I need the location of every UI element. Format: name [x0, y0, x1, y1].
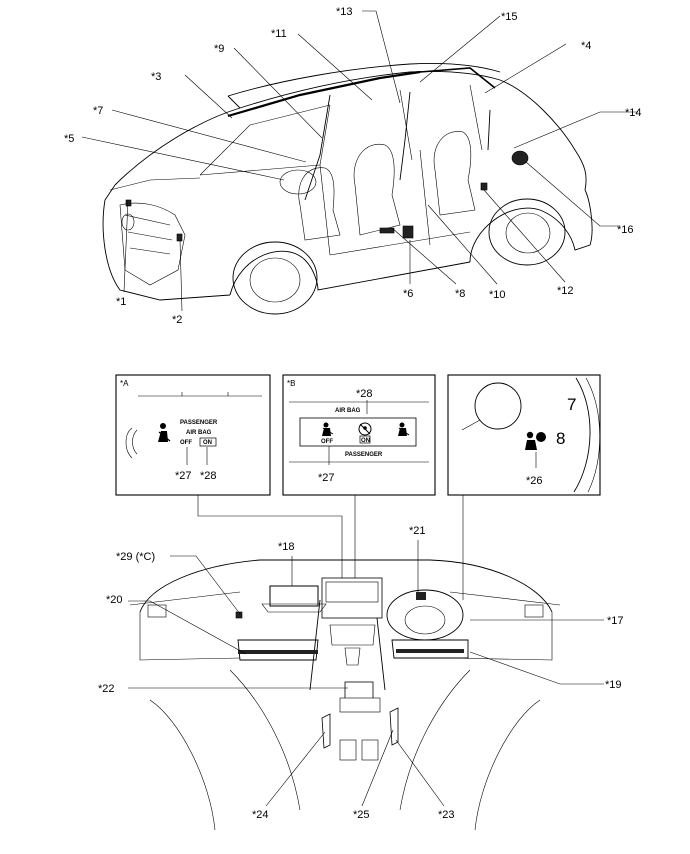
panel-b-airbag-text: AIR BAG — [335, 408, 361, 414]
srs-airbag-warning-icon — [525, 431, 546, 450]
panel-c-callout-26: *26 — [526, 475, 543, 487]
callout-2: *2 — [172, 314, 182, 326]
detail-panel-c: 7 8 *26 — [447, 374, 601, 496]
panel-b-passenger-text: PASSENGER — [345, 452, 383, 458]
callout-17: *17 — [607, 615, 624, 627]
callout-25: *25 — [353, 809, 370, 821]
panel-a-airbag-text: AIR BAG — [186, 430, 212, 436]
seatbelt-warning-icon — [158, 423, 171, 442]
callout-5: *5 — [64, 133, 74, 145]
callout-14: *14 — [625, 107, 642, 119]
callout-10: *10 — [489, 289, 506, 301]
callout-22: *22 — [98, 683, 115, 695]
vehicle-illustration — [81, 10, 638, 315]
panel-a-on-indicator: ON — [203, 440, 212, 446]
vehicle-callouts: *1 *2 *3 *4 *5 *6 *7 *8 *9 *10 *11 *12 *… — [64, 6, 642, 326]
callout-23: *23 — [438, 809, 455, 821]
panel-b-callout-27: *27 — [318, 472, 335, 484]
callout-12: *12 — [557, 285, 574, 297]
callout-24: *24 — [252, 809, 269, 821]
callout-8: *8 — [455, 288, 465, 300]
callout-16: *16 — [617, 224, 634, 236]
panel-a-callout-28: *28 — [200, 470, 217, 482]
seatbelt-warning-icon — [398, 422, 410, 436]
panel-a-label: *A — [120, 379, 129, 388]
callout-7: *7 — [93, 105, 103, 117]
callout-18: *18 — [278, 541, 295, 553]
gauge-number-7: 7 — [567, 395, 576, 414]
detail-panel-b: *B *28 AIR BAG OFF ON PASSENGER *27 — [282, 374, 436, 496]
callout-19: *19 — [605, 679, 622, 691]
panel-a-passenger-text: PASSENGER — [180, 420, 218, 426]
panel-b-off-label: OFF — [321, 439, 333, 445]
callout-21: *21 — [409, 525, 426, 537]
airbag-off-icon — [322, 422, 334, 436]
callout-6: *6 — [403, 288, 413, 300]
airbag-on-icon — [358, 422, 372, 444]
callout-15: *15 — [501, 11, 518, 23]
callout-13: *13 — [336, 6, 353, 18]
callout-20: *20 — [106, 594, 123, 606]
callout-11: *11 — [271, 28, 287, 40]
gauge-number-8: 8 — [556, 429, 565, 448]
callout-9: *9 — [214, 43, 224, 55]
panel-b-on-label: ON — [361, 438, 370, 444]
callout-1: *1 — [116, 296, 126, 308]
callout-3: *3 — [151, 71, 161, 83]
callout-29: *29 (*C) — [116, 551, 155, 563]
callout-4: *4 — [581, 40, 591, 52]
dashboard-illustration — [128, 540, 604, 831]
dashboard-callouts: *18 *21 *29 (*C) *20 *17 *22 *19 *24 *25… — [98, 525, 624, 821]
panel-b-label: *B — [287, 379, 295, 388]
detail-panel-a: *A PASSENGER AIR BAG OFF ON *27 *28 — [115, 374, 271, 496]
panel-a-callout-27: *27 — [175, 470, 192, 482]
panel-a-off-indicator: OFF — [180, 440, 192, 446]
panel-b-callout-28: *28 — [356, 388, 373, 400]
